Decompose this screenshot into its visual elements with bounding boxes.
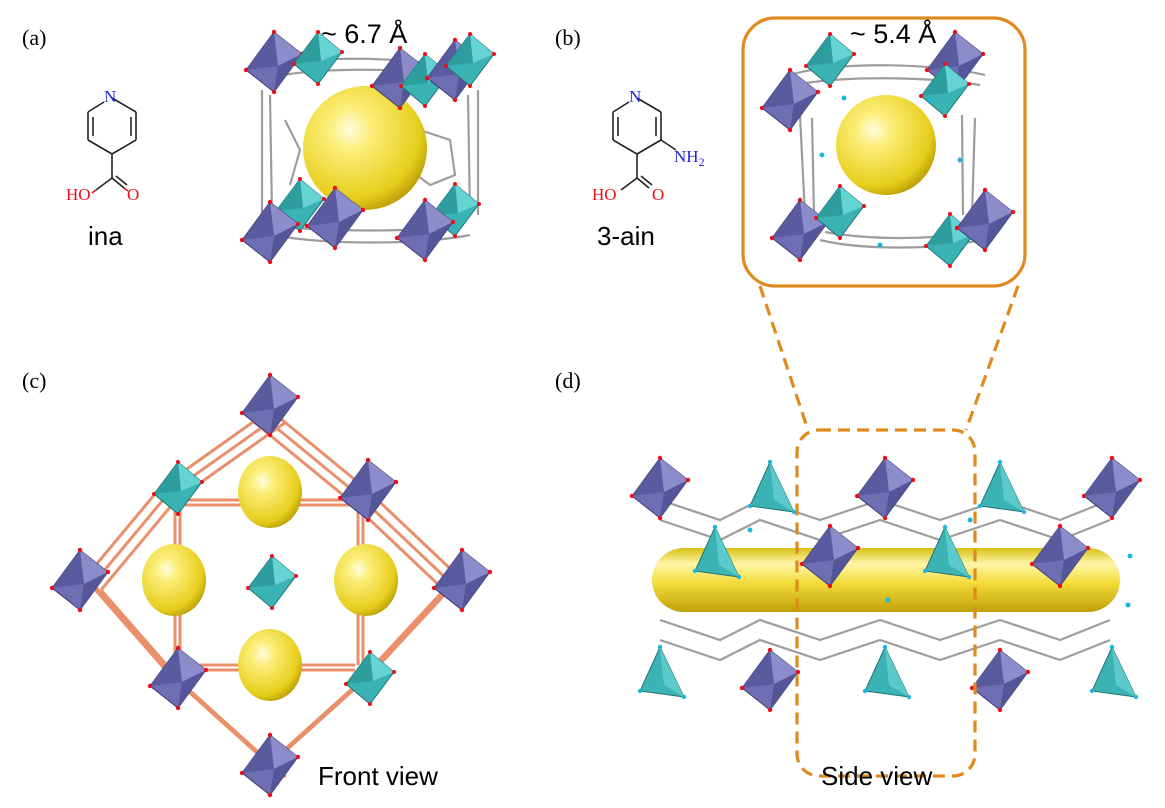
panel-c: (c) Fron xyxy=(22,368,493,798)
callout-connector-right xyxy=(964,285,1020,431)
3-ain-ho-atom: HO xyxy=(592,185,617,204)
pore-zoom-callout xyxy=(741,16,1027,288)
3-ain-pore-size: ~ 5.4 Å xyxy=(850,18,936,49)
ina-ho-atom: HO xyxy=(66,185,91,204)
panel-b: (b) N NH2 HO O 3-ain ~ 5.4 Å xyxy=(555,16,1027,431)
front-view-label: Front view xyxy=(318,761,438,791)
panel-d: (d) Si xyxy=(555,368,1143,791)
side-view-framework xyxy=(629,455,1143,713)
ina-n-atom: N xyxy=(104,87,116,106)
3-ain-structure: N NH2 HO O xyxy=(592,87,705,204)
panel-d-label: (d) xyxy=(555,368,581,393)
panel-c-label: (c) xyxy=(22,368,46,393)
3-ain-nh2-atom: NH2 xyxy=(674,147,705,169)
3-ain-label: 3-ain xyxy=(597,221,655,251)
panel-a: (a) N HO O ina ~ 6.7 Å xyxy=(22,18,497,265)
3-ain-o-atom: O xyxy=(652,185,664,204)
ina-o-atom: O xyxy=(127,185,139,204)
callout-connector-left xyxy=(758,285,810,431)
3-ain-pore-sphere xyxy=(836,95,936,195)
3-ain-n-atom: N xyxy=(629,87,641,106)
ina-label: ina xyxy=(88,221,123,251)
ina-pore-sphere xyxy=(303,86,427,210)
ina-cage xyxy=(239,29,497,265)
ina-pore-size: ~ 6.7 Å xyxy=(321,18,407,49)
side-view-label: Side view xyxy=(821,761,932,791)
front-view-framework xyxy=(49,372,493,798)
unit-cell-highlight xyxy=(795,428,977,778)
panel-a-label: (a) xyxy=(22,25,46,50)
pore-channel xyxy=(652,548,1120,612)
panel-b-label: (b) xyxy=(555,25,581,50)
3-ain-cage xyxy=(759,29,1016,269)
ina-structure: N HO O xyxy=(66,87,139,204)
